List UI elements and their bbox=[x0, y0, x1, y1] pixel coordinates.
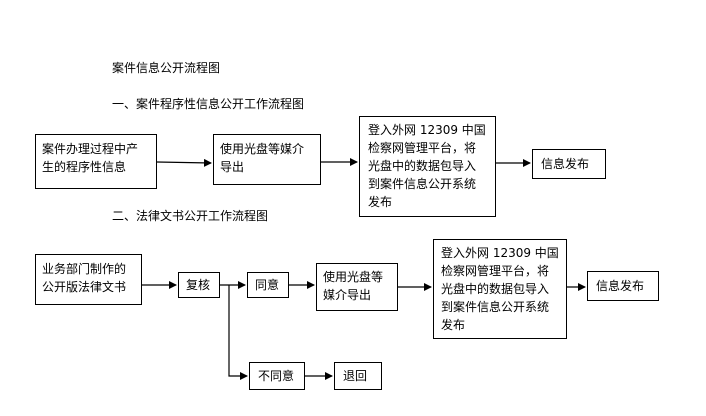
box-text: 业务部门制作的 bbox=[42, 262, 127, 276]
box-text: 检察网管理平台，将 bbox=[368, 141, 477, 155]
box-text: 使用光盘等 bbox=[323, 270, 384, 284]
box-text: 光盘中的数据包导入 bbox=[441, 282, 550, 296]
box-text: 登入外网 12309 中国 bbox=[441, 246, 559, 260]
section1-heading: 一、案件程序性信息公开工作流程图 bbox=[112, 97, 305, 111]
box-text: 退回 bbox=[343, 369, 368, 383]
box-text: 信息发布 bbox=[596, 279, 645, 293]
box-text: 信息发布 bbox=[541, 157, 590, 171]
box-text: 发布 bbox=[368, 195, 393, 209]
box-text: 不同意 bbox=[258, 369, 295, 383]
box-text: 使用光盘等媒介 bbox=[220, 142, 305, 156]
box-text: 复核 bbox=[186, 278, 211, 292]
box-text: 公开版法律文书 bbox=[42, 280, 127, 294]
box-text: 导出 bbox=[220, 160, 245, 174]
s2-agree-box: 同意 bbox=[247, 272, 289, 298]
s2-import-box: 登入外网 12309 中国 检察网管理平台，将 光盘中的数据包导入 到案件信息公… bbox=[433, 239, 567, 339]
box-text: 登入外网 12309 中国 bbox=[368, 123, 486, 137]
section2-heading: 二、法律文书公开工作流程图 bbox=[112, 209, 269, 223]
page-title: 案件信息公开流程图 bbox=[112, 61, 221, 75]
s2-review-box: 复核 bbox=[178, 272, 220, 298]
s1-import-box: 登入外网 12309 中国 检察网管理平台，将 光盘中的数据包导入 到案件信息公… bbox=[359, 116, 496, 217]
box-text: 到案件信息公开系统 bbox=[368, 177, 477, 191]
s2-branch-line bbox=[228, 285, 248, 380]
box-text: 到案件信息公开系统 bbox=[441, 300, 550, 314]
s2-publish-box: 信息发布 bbox=[587, 271, 659, 301]
s1-source-info-box: 案件办理过程中产 生的程序性信息 bbox=[35, 134, 157, 189]
s1-publish-box: 信息发布 bbox=[532, 149, 606, 179]
s2-return-box: 退回 bbox=[334, 362, 382, 390]
box-text: 媒介导出 bbox=[323, 288, 372, 302]
box-text: 发布 bbox=[441, 318, 466, 332]
box-text: 生的程序性信息 bbox=[42, 160, 127, 174]
box-text: 光盘中的数据包导入 bbox=[368, 159, 477, 173]
s1-arrow-1 bbox=[156, 158, 212, 167]
box-text: 案件办理过程中产 bbox=[42, 142, 139, 156]
s2-document-box: 业务部门制作的 公开版法律文书 bbox=[35, 254, 142, 305]
box-text: 检察网管理平台，将 bbox=[441, 264, 550, 278]
box-text: 同意 bbox=[255, 278, 280, 292]
s1-export-box: 使用光盘等媒介 导出 bbox=[213, 134, 321, 185]
s2-export-box: 使用光盘等 媒介导出 bbox=[316, 263, 398, 311]
s2-disagree-box: 不同意 bbox=[249, 362, 305, 390]
